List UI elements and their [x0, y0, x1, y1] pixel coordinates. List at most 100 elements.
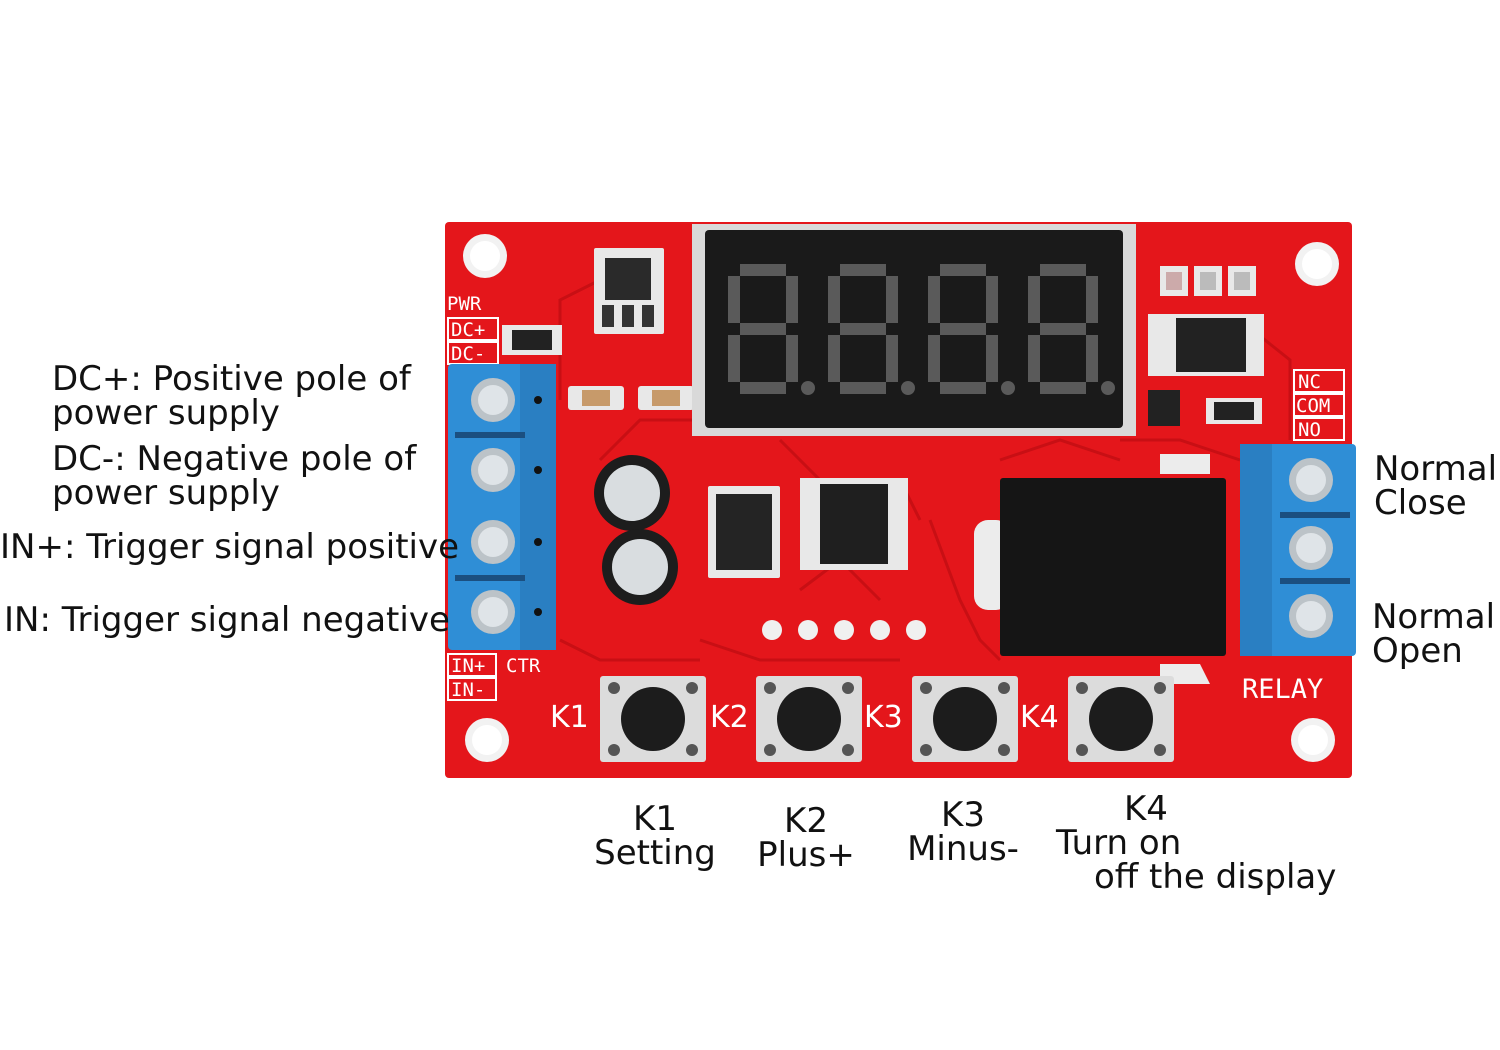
relay — [974, 454, 1226, 684]
annotation-normal-close: Normal Close — [1374, 452, 1497, 520]
display-segment — [1040, 382, 1086, 394]
pcb-traces — [558, 278, 1292, 662]
optocoupler — [708, 486, 780, 578]
smd-resistor — [1194, 266, 1222, 296]
annotation-line: Turn on — [1056, 823, 1182, 863]
silk-k1: K1 — [550, 700, 589, 735]
silk-in-plus: IN+ — [451, 655, 485, 677]
silk-in-minus: IN- — [451, 679, 485, 701]
annotation-line: power supply — [52, 393, 280, 433]
display-digit — [1028, 264, 1115, 395]
display-segment — [740, 382, 786, 394]
button-k3[interactable] — [912, 676, 1018, 762]
annotation-k3: K3 Minus- — [898, 798, 1028, 866]
smd-resistor — [568, 386, 624, 410]
silk-relay: RELAY — [1242, 674, 1323, 705]
terminal-screw — [1289, 526, 1333, 570]
display-segment — [1028, 276, 1040, 323]
annotation-line: Open — [1372, 631, 1463, 671]
annotation-in-minus: IN: Trigger signal negative — [4, 603, 450, 637]
display-segment — [828, 335, 840, 382]
transistor — [1148, 390, 1180, 426]
input-terminal-block — [448, 364, 556, 650]
display-segment — [740, 264, 786, 276]
silk-no: NO — [1298, 419, 1321, 441]
annotation-dc-plus: DC+: Positive pole of power supply — [52, 362, 411, 430]
annotation-k4: K4 Turn on off the display — [1056, 792, 1356, 894]
silk-k3: K3 — [864, 700, 903, 735]
optocoupler — [1148, 314, 1264, 376]
silk-com: COM — [1296, 395, 1330, 417]
annotation-line: power supply — [52, 473, 280, 513]
display-segment — [940, 264, 986, 276]
display-segment — [1040, 323, 1086, 335]
annotation-k2: K2 Plus+ — [746, 804, 866, 872]
display-segment — [840, 382, 886, 394]
terminal-screw — [471, 590, 515, 634]
annotation-line: Minus- — [907, 829, 1019, 869]
annotation-line: off the display — [1094, 857, 1337, 897]
annotation-line: K3 — [941, 795, 985, 835]
display-segment — [928, 276, 940, 323]
display-digits — [728, 264, 1115, 395]
display-segment — [728, 335, 740, 382]
display-decimal-point — [801, 381, 815, 395]
silk-nc: NC — [1298, 371, 1321, 393]
display-segment — [786, 335, 798, 382]
display-segment — [840, 323, 886, 335]
annotation-dc-minus: DC-: Negative pole of power supply — [52, 442, 416, 510]
button-k4[interactable] — [1068, 676, 1174, 762]
display-segment — [840, 264, 886, 276]
smd-resistor — [638, 386, 694, 410]
annotation-line: Normal — [1374, 449, 1498, 489]
annotation-line: Plus+ — [757, 835, 855, 875]
display-digit — [928, 264, 1015, 395]
annotation-normal-open: Normal Open — [1372, 600, 1495, 668]
diode — [502, 325, 562, 355]
annotation-line: K1 — [633, 799, 677, 839]
display-decimal-point — [1101, 381, 1115, 395]
annotation-line: IN: Trigger signal negative — [4, 600, 450, 640]
capacitor — [602, 529, 678, 605]
silk-pwr: PWR — [447, 293, 482, 315]
display-segment — [940, 382, 986, 394]
display-decimal-point — [901, 381, 915, 395]
capacitor — [594, 455, 670, 531]
display-segment — [940, 323, 986, 335]
display-segment — [886, 276, 898, 323]
display-segment — [886, 335, 898, 382]
display-segment — [928, 335, 940, 382]
display-segment — [1086, 335, 1098, 382]
smd-resistor — [1228, 266, 1256, 296]
annotation-line: DC-: Negative pole of — [52, 439, 417, 479]
terminal-screw — [471, 378, 515, 422]
seven-segment-display — [692, 224, 1136, 436]
annotation-line: Close — [1374, 483, 1467, 523]
button-k1[interactable] — [600, 676, 706, 762]
display-digit — [728, 264, 815, 395]
terminal-screw — [471, 448, 515, 492]
relay-terminal-block — [1240, 444, 1356, 656]
display-segment — [1040, 264, 1086, 276]
display-decimal-point — [1001, 381, 1015, 395]
silk-dc-minus: DC- — [451, 343, 485, 365]
display-segment — [728, 276, 740, 323]
display-segment — [986, 276, 998, 323]
annotation-line: Setting — [594, 833, 716, 873]
display-segment — [740, 323, 786, 335]
display-segment — [1028, 335, 1040, 382]
mounting-holes — [463, 234, 1339, 762]
terminal-screw — [471, 520, 515, 564]
display-segment — [786, 276, 798, 323]
smd-led — [1160, 266, 1188, 296]
annotation-line: Normal — [1372, 597, 1496, 637]
display-segment — [828, 276, 840, 323]
display-segment — [986, 335, 998, 382]
terminal-screw — [1289, 458, 1333, 502]
silk-dc-plus: DC+ — [451, 319, 485, 341]
annotation-in-plus: IN+: Trigger signal positive — [0, 530, 459, 564]
annotation-k1: K1 Setting — [590, 802, 720, 870]
annotation-line: K2 — [784, 801, 828, 841]
button-k2[interactable] — [756, 676, 862, 762]
